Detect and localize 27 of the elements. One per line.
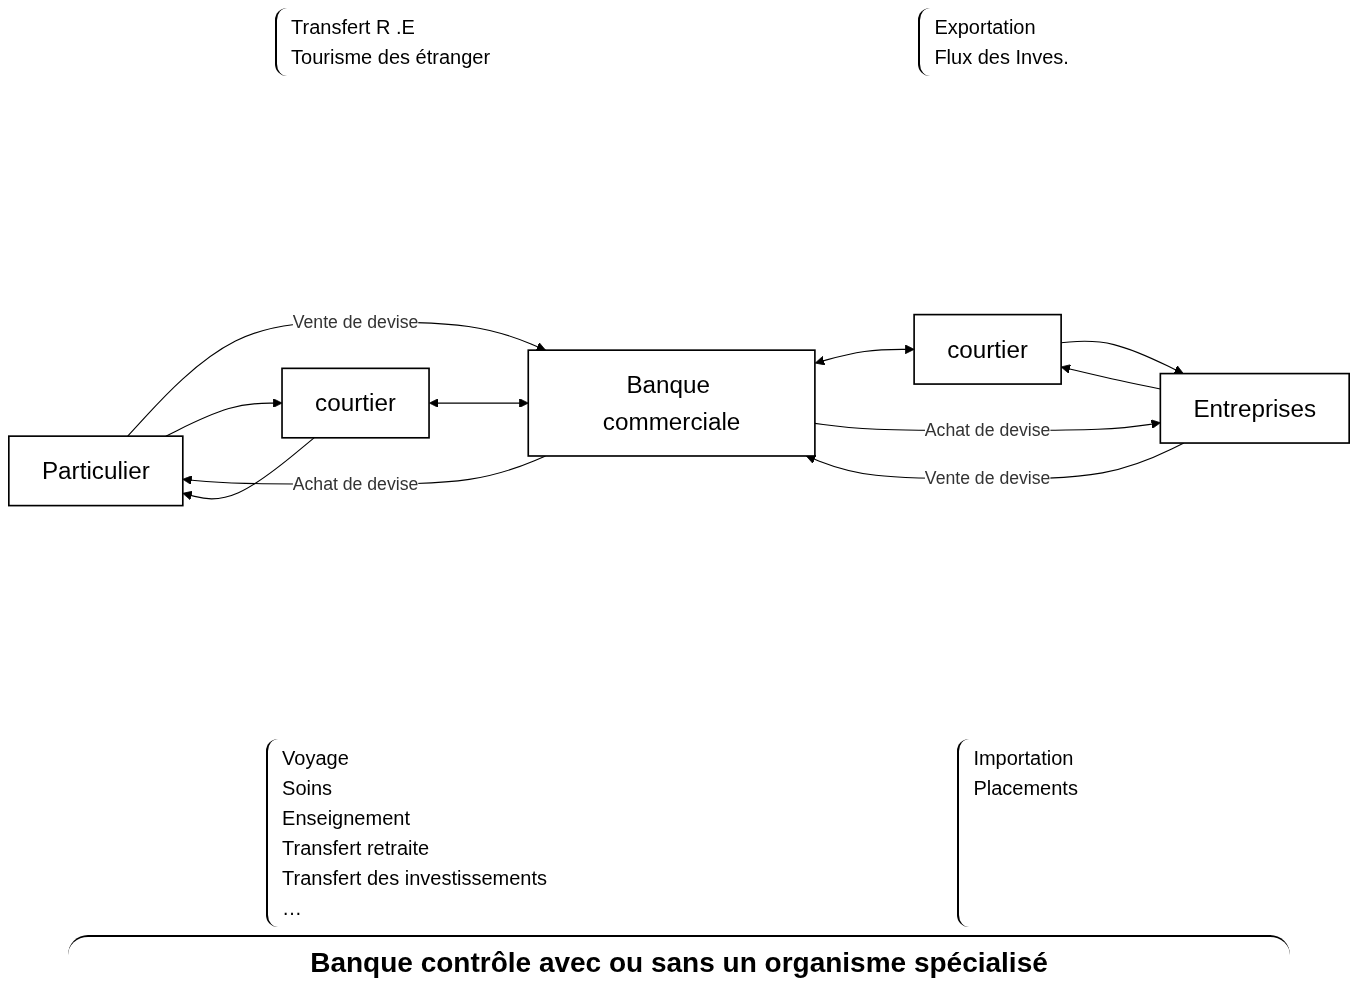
list-item: Flux des Inves.	[934, 45, 1069, 70]
list-item: Placements	[973, 776, 1078, 801]
list-item: Tourisme des étranger	[291, 45, 491, 70]
caption: Banque contrôle avec ou sans un organisme spécialisé	[67, 935, 1291, 979]
arrow	[814, 344, 915, 366]
edge-label: Achat de devise	[292, 474, 419, 494]
edge-label: Vente de devise	[924, 469, 1051, 488]
edge-label: Vente de devise	[292, 312, 419, 332]
list-item: Exportation	[934, 15, 1037, 40]
node-box: courtier	[281, 367, 430, 439]
list-item: Transfert R .E	[291, 15, 416, 40]
edge-label: Achat de devise	[924, 420, 1051, 440]
list-item: Enseignement	[282, 806, 411, 831]
list-item: …	[282, 896, 304, 921]
arrow	[429, 398, 529, 409]
node-box: Banque commerciale	[527, 349, 816, 458]
list-item: Importation	[973, 746, 1075, 771]
arrow	[182, 437, 315, 501]
arrow	[127, 321, 546, 437]
list-item: Transfert retraite	[282, 836, 431, 861]
arrow	[165, 398, 283, 437]
list-item: Soins	[282, 776, 334, 801]
list-item: Transfert des investissements	[282, 866, 547, 891]
node-box: courtier	[913, 314, 1062, 386]
list-item: Voyage	[282, 746, 350, 771]
node-box: Particulier	[8, 435, 184, 507]
node-box: Entreprises	[1159, 373, 1350, 445]
